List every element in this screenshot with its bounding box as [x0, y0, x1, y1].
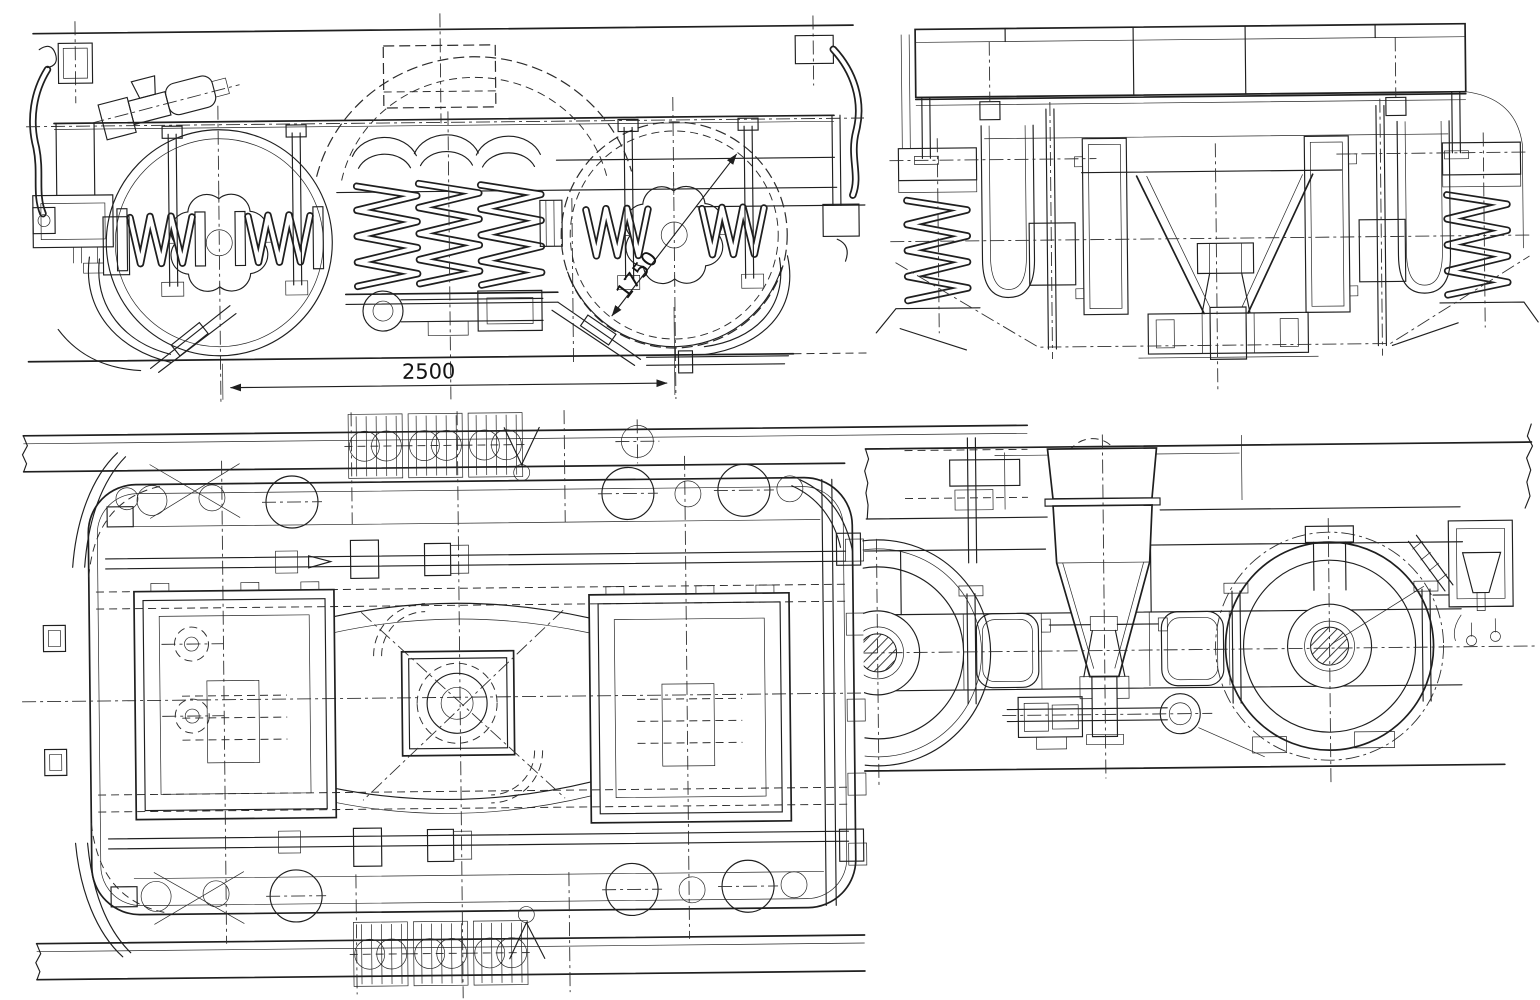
frame-top-edge — [53, 114, 835, 125]
rail-line-hopper — [863, 763, 1506, 772]
wheelbase-dimension: 2500 — [222, 306, 676, 400]
plan-horizontal-centerline — [22, 692, 871, 703]
frame-band-top — [864, 608, 1462, 616]
wheelbase-label: 2500 — [402, 359, 456, 384]
center-bolster-cone — [1081, 169, 1343, 360]
bogie-frame-outline — [87, 476, 857, 916]
end-right-spring — [1439, 141, 1539, 323]
guard-irons — [57, 255, 791, 374]
left-safety-chain — [29, 42, 94, 235]
end-bracket-sander — [1407, 519, 1514, 647]
body-floor-line — [32, 24, 854, 35]
right-side-box — [1303, 135, 1359, 313]
spring-nests — [343, 412, 660, 987]
right-hanger-rod — [1358, 104, 1407, 347]
right-journal-box — [588, 584, 793, 824]
plan-bottom-hardware — [110, 859, 808, 960]
hopper-side-view — [861, 423, 1536, 789]
bolster-spring-group — [344, 111, 574, 400]
right-u-hanger — [1396, 120, 1452, 294]
rail-line-side — [27, 352, 795, 363]
plan-view — [21, 410, 1122, 999]
drawing-root: 2500 1750 — [21, 13, 1539, 999]
frame-band-bottom — [865, 684, 1463, 692]
end-left-spring — [875, 147, 981, 334]
left-side-box — [1074, 137, 1129, 316]
plan-left-fittings — [42, 624, 225, 777]
equalizer-gear — [362, 289, 544, 336]
plan-brake-rods — [105, 532, 865, 867]
right-safety-chain — [794, 34, 863, 199]
bolster-hidden-outline — [382, 44, 497, 109]
bottom-rail — [35, 934, 866, 981]
hopper-center-gear — [1002, 675, 1265, 758]
plan-top-hardware — [106, 426, 804, 529]
left-journal-box — [133, 581, 338, 821]
side-elevation-view: 2500 1750 — [26, 13, 867, 404]
plan-vertical-centerline — [456, 411, 464, 999]
hopper-funnel — [1040, 447, 1168, 678]
left-hanger-rod — [1028, 108, 1077, 350]
end-view-horizontal-centerline — [890, 234, 1530, 243]
left-u-hanger — [980, 124, 1036, 299]
transom — [333, 602, 592, 814]
end-view — [875, 22, 1539, 394]
left-axlebox-springs — [102, 124, 325, 297]
left-end-beam — [32, 122, 114, 274]
end-frame-outline — [914, 22, 1467, 99]
top-rail — [21, 424, 1029, 473]
brake-cylinder-assembly — [90, 75, 240, 141]
swing-link-arc — [316, 56, 633, 177]
axle-centerline — [863, 645, 1536, 654]
center-pivot — [360, 603, 566, 804]
